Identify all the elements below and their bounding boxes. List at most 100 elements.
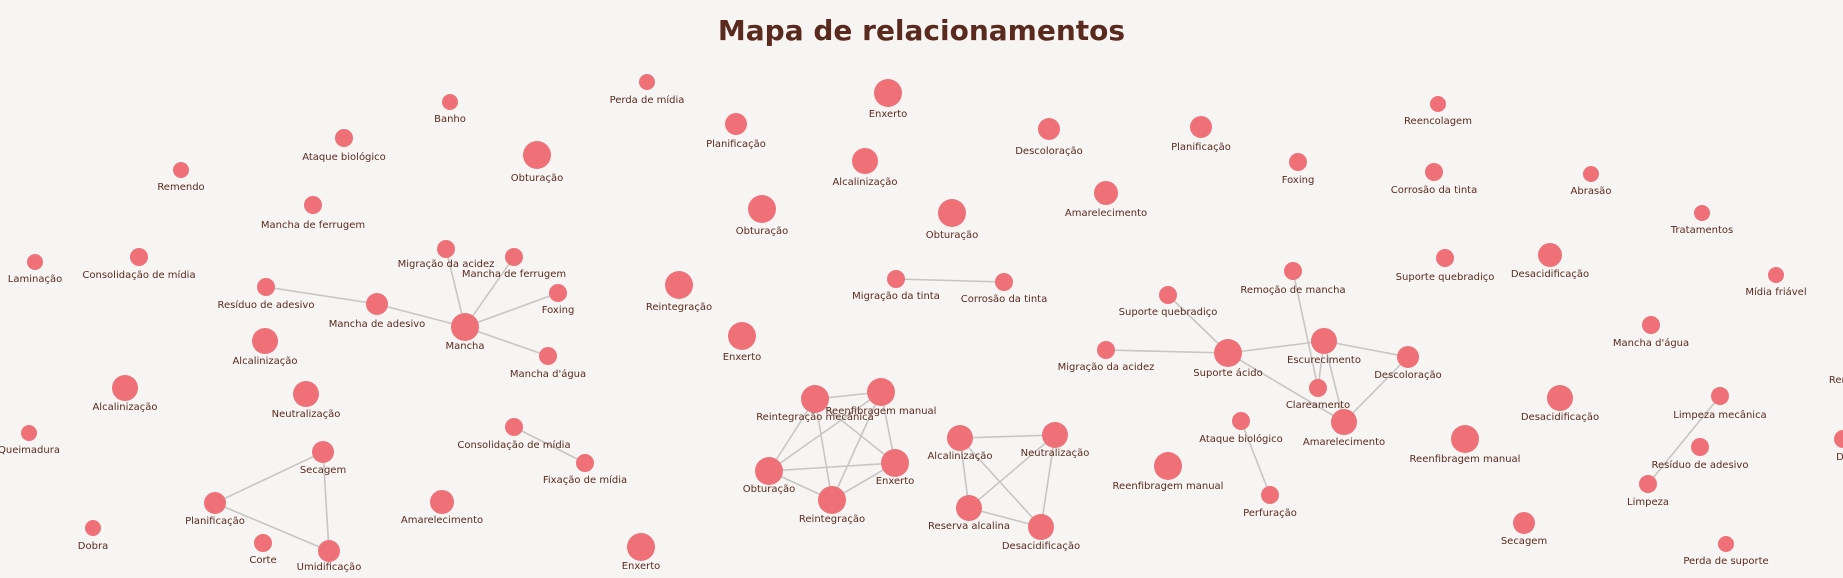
node-circle[interactable] [1513,512,1535,534]
node-circle[interactable] [27,254,43,270]
graph-node[interactable]: Reintegração mecânica [756,385,874,423]
graph-node[interactable]: Limpeza mecânica [1673,387,1767,421]
graph-node[interactable]: Mancha de ferrugem [462,248,566,280]
graph-node[interactable]: Desacidificação [1521,385,1599,423]
node-circle[interactable] [539,347,557,365]
graph-node[interactable]: Migração da acidez [1058,341,1155,373]
graph-node[interactable]: Descoloração [1374,346,1442,381]
node-circle[interactable] [728,322,756,350]
graph-node[interactable]: Mancha d'água [1613,316,1689,349]
graph-node[interactable]: Migração da tinta [852,270,940,302]
graph-node[interactable]: Mancha de adesivo [329,293,426,330]
graph-node[interactable]: Reserva alcalina [928,495,1010,532]
node-circle[interactable] [1694,205,1710,221]
node-circle[interactable] [1289,153,1307,171]
graph-node[interactable]: Queimadura [0,425,60,456]
graph-node[interactable]: Suporte quebradiço [1396,249,1495,283]
graph-node[interactable]: Alcalinização [92,375,158,413]
graph-node[interactable]: Enxerto [622,533,661,572]
node-circle[interactable] [1430,96,1446,112]
graph-node[interactable]: Mancha d'água [510,347,586,380]
node-circle[interactable] [1642,316,1660,334]
graph-node[interactable]: Reintegração [646,271,712,313]
graph-node[interactable]: Alcalinização [232,328,298,367]
graph-node[interactable]: Mídia friável [1745,267,1807,298]
node-circle[interactable] [1711,387,1729,405]
node-circle[interactable] [112,375,138,401]
graph-node[interactable]: Fixação de mídia [543,454,627,486]
node-circle[interactable] [1718,536,1734,552]
node-circle[interactable] [1397,346,1419,368]
graph-node[interactable]: Neutralização [1021,422,1090,459]
node-circle[interactable] [1154,452,1182,480]
graph-node[interactable]: Mancha de ferrugem [261,196,365,231]
graph-node[interactable]: Clareamento [1286,379,1350,411]
node-circle[interactable] [1436,249,1454,267]
graph-node[interactable]: Reenfibragem manual [1410,425,1521,465]
graph-node[interactable]: Limpeza [1627,475,1669,508]
node-circle[interactable] [1547,385,1573,411]
node-circle[interactable] [1768,267,1784,283]
graph-node[interactable]: Obturação [511,141,563,184]
node-circle[interactable] [1639,475,1657,493]
node-circle[interactable] [1331,409,1357,435]
node-circle[interactable] [335,129,353,147]
graph-node[interactable]: Ataque biológico [1199,412,1283,445]
graph-node[interactable]: Abrasão [1571,166,1612,197]
node-circle[interactable] [451,313,479,341]
graph-node[interactable]: Obturação [743,457,795,495]
node-circle[interactable] [887,270,905,288]
node-circle[interactable] [173,162,189,178]
node-circle[interactable] [523,141,551,169]
node-circle[interactable] [1834,430,1843,448]
node-circle[interactable] [947,425,973,451]
graph-node[interactable]: Obturação [926,199,978,241]
graph-node[interactable]: Banho [434,94,466,125]
node-circle[interactable] [639,74,655,90]
graph-node[interactable]: Planificação [706,113,766,150]
node-circle[interactable] [204,492,226,514]
node-circle[interactable] [1214,339,1242,367]
node-circle[interactable] [874,79,902,107]
node-circle[interactable] [1425,163,1443,181]
node-circle[interactable] [938,199,966,227]
node-circle[interactable] [852,148,878,174]
node-circle[interactable] [257,278,275,296]
graph-node[interactable]: Alcalinização [927,425,993,462]
graph-node[interactable]: Enxerto [723,322,762,363]
graph-node[interactable]: Remendo [157,162,205,193]
graph-node[interactable]: Foxing [1282,153,1315,186]
graph-node[interactable]: Reintegração [799,486,865,525]
node-circle[interactable] [430,490,454,514]
node-circle[interactable] [1451,425,1479,453]
node-circle[interactable] [505,248,523,266]
graph-node[interactable]: Alcalinização [832,148,898,188]
graph-node[interactable]: Remoção de mancha [1240,262,1346,296]
node-circle[interactable] [748,195,776,223]
node-circle[interactable] [549,284,567,302]
graph-node[interactable]: Reencolagem [1404,96,1472,127]
node-circle[interactable] [725,113,747,135]
node-circle[interactable] [801,385,829,413]
graph-node[interactable]: Perda de suporte [1683,536,1769,567]
node-circle[interactable] [505,418,523,436]
node-circle[interactable] [1538,243,1562,267]
node-circle[interactable] [1232,412,1250,430]
node-circle[interactable] [85,520,101,536]
node-circle[interactable] [956,495,982,521]
node-circle[interactable] [818,486,846,514]
node-circle[interactable] [755,457,783,485]
graph-node[interactable]: Tratamentos [1670,205,1733,236]
node-circle[interactable] [437,240,455,258]
graph-node[interactable]: Corrosão da tinta [1391,163,1477,196]
node-circle[interactable] [252,328,278,354]
graph-node[interactable]: Corte [249,534,277,566]
node-circle[interactable] [366,293,388,315]
graph-node[interactable]: Amarelecimento [1303,409,1385,448]
node-circle[interactable] [1261,486,1279,504]
graph-node[interactable]: Foxing [542,284,575,316]
graph-node[interactable]: Desacidificação [1002,514,1080,552]
node-circle[interactable] [1583,166,1599,182]
node-circle[interactable] [442,94,458,110]
